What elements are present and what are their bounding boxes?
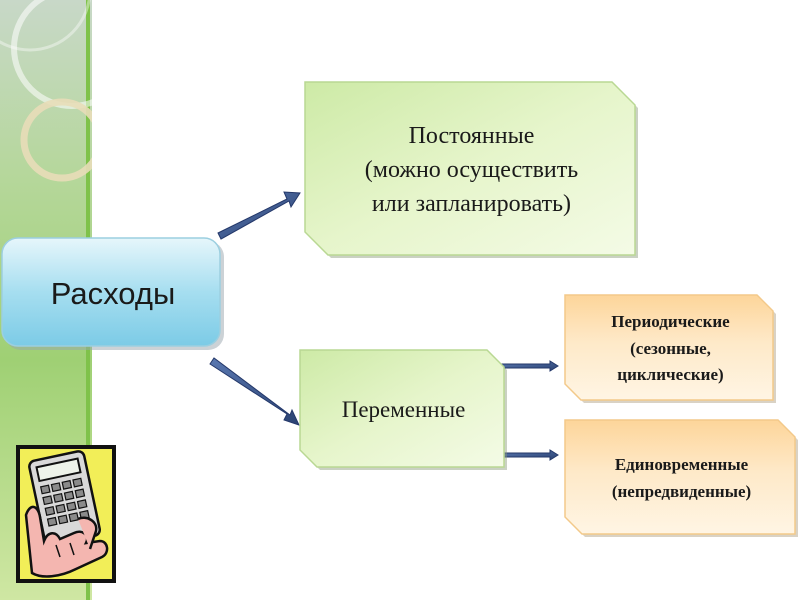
decorative-rings (0, 0, 92, 182)
arrow-variable-to-periodic (499, 360, 559, 372)
node-one-time-text: Единовременные (непредвиденные) (612, 452, 751, 505)
node-periodic-line-3: циклические) (617, 365, 724, 385)
arrow-variable-to-one-time (499, 449, 559, 461)
node-expenses: Расходы (1, 237, 224, 350)
node-periodic-line-1: Периодические (611, 312, 730, 332)
node-expenses-shape (1, 237, 224, 350)
node-constant-line-1: Постоянные (408, 122, 535, 149)
node-periodic-text: Периодические (сезонные, циклические) (611, 309, 729, 388)
calculator-hand-icon (16, 445, 116, 583)
node-periodic: Периодические (сезонные, циклические) (564, 294, 776, 403)
node-constant-text: Постоянные (можно осуществить или заплан… (365, 119, 578, 221)
node-constant-line-3: или запланировать) (371, 191, 572, 218)
node-one-time-line-2: (непредвиденные) (611, 481, 752, 501)
node-variable-label: Переменные (341, 397, 466, 422)
node-variable: Переменные (299, 349, 507, 470)
arrow-root-to-variable (209, 357, 300, 426)
node-constant-line-2: (можно осуществить (364, 156, 579, 183)
node-one-time: Единовременные (непредвиденные) (564, 419, 798, 537)
node-periodic-shape (564, 294, 776, 403)
node-one-time-line-1: Единовременные (614, 455, 749, 475)
node-one-time-shape (564, 419, 798, 537)
node-constant: Постоянные (можно осуществить или заплан… (304, 81, 638, 258)
arrow-root-to-constant (217, 191, 301, 240)
node-variable-shape (299, 349, 507, 470)
node-constant-shape (304, 81, 638, 258)
node-periodic-line-2: (сезонные, (630, 338, 711, 358)
node-expenses-label: Расходы (50, 276, 176, 311)
